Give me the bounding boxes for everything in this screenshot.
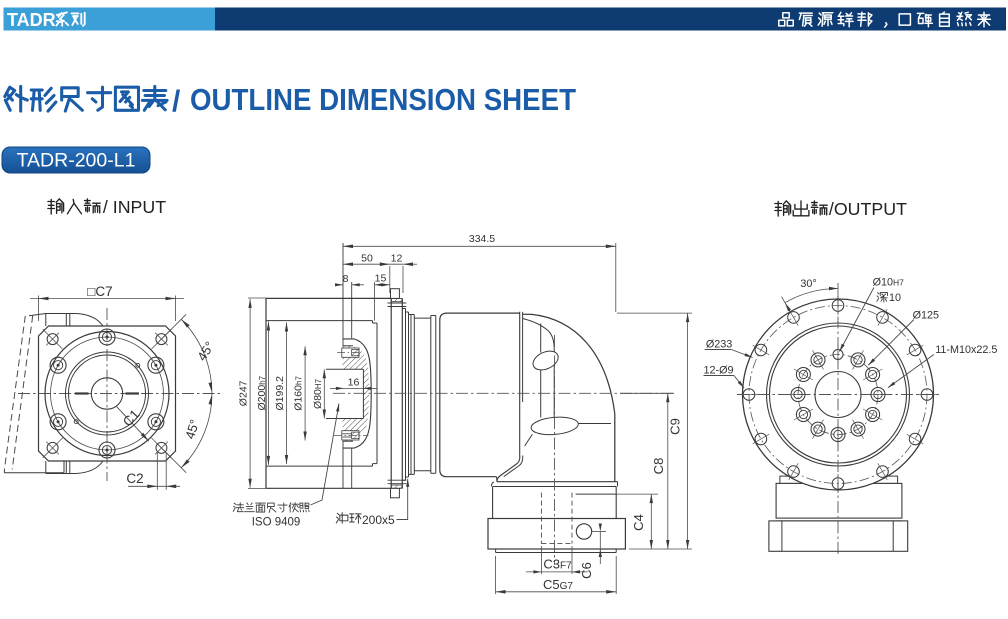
svg-text:Ø247: Ø247 [238,380,250,406]
svg-text:30°: 30° [800,278,816,290]
svg-text:C3F7: C3F7 [543,557,572,572]
svg-text:□C7: □C7 [87,284,112,299]
svg-text:334.5: 334.5 [469,233,495,245]
svg-text:C6: C6 [579,562,594,579]
svg-text:Ø200h7: Ø200h7 [256,375,268,410]
svg-text:/ INPUT: / INPUT [103,197,166,217]
svg-text:Ø10H7: Ø10H7 [873,277,905,289]
svg-text:200x5: 200x5 [362,513,395,527]
svg-text:TADR: TADR [7,10,56,30]
svg-text:12-Ø9: 12-Ø9 [704,365,734,377]
svg-text:Ø233: Ø233 [706,339,732,351]
svg-text:Ø199.2: Ø199.2 [274,376,286,411]
svg-text:15: 15 [375,273,387,285]
svg-text:C5G7: C5G7 [543,577,573,592]
svg-text:C2: C2 [126,471,143,486]
svg-text:10: 10 [889,292,901,304]
svg-text:OUTLINE DIMENSION SHEET: OUTLINE DIMENSION SHEET [190,83,576,117]
svg-text:12: 12 [391,252,403,264]
svg-text:C9: C9 [668,418,683,435]
svg-text:/OUTPUT: /OUTPUT [829,199,907,219]
svg-text:TADR-200-L1: TADR-200-L1 [17,150,136,172]
svg-text:11-M10x22.5: 11-M10x22.5 [935,344,997,356]
svg-text:Ø160h7: Ø160h7 [293,376,305,411]
svg-text:ISO 9409: ISO 9409 [252,517,301,529]
svg-text:50: 50 [361,253,373,265]
svg-text:/: / [172,85,181,118]
svg-text:16: 16 [348,377,360,389]
svg-text:45°: 45° [182,418,202,441]
svg-text:Ø125: Ø125 [913,310,939,322]
svg-text:8: 8 [343,273,349,285]
svg-text:C8: C8 [651,458,666,475]
svg-text:C4: C4 [631,514,646,531]
svg-text:Ø80H7: Ø80H7 [312,378,324,409]
